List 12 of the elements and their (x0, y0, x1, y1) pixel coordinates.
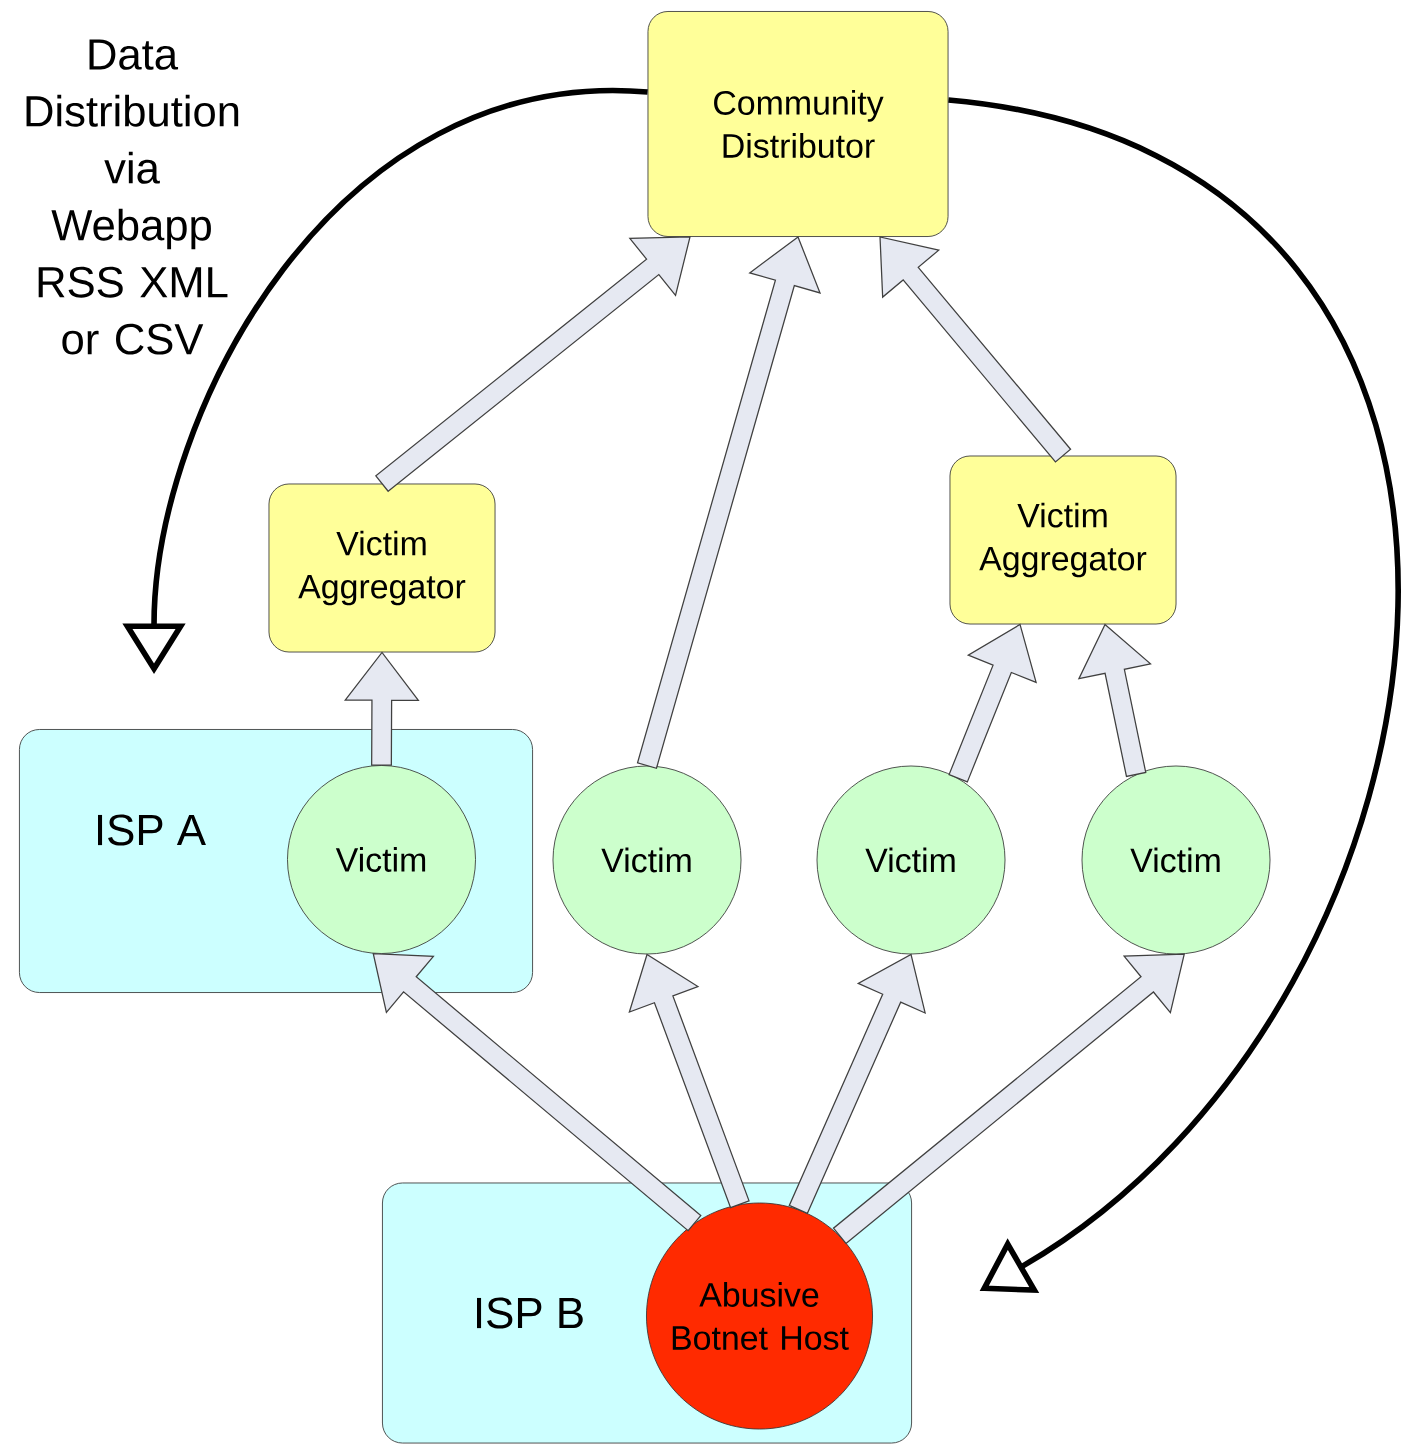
block-arrow (1077, 623, 1152, 778)
block-arrow (948, 623, 1038, 783)
block-arrow (628, 953, 750, 1209)
curved-arrow (947, 97, 1401, 1294)
block-arrow (343, 651, 420, 766)
block-arrow (832, 953, 1186, 1245)
side-note: Data Distribution via Webapp RSS XML or CSV (26, 39, 239, 355)
aggregator-box: Victim Aggregator (949, 455, 1177, 625)
block-arrow (372, 952, 702, 1232)
distributor-box: Community Distributor (647, 11, 949, 237)
block-arrow (879, 236, 1072, 463)
aggregator-box: Victim Aggregator (268, 483, 496, 653)
